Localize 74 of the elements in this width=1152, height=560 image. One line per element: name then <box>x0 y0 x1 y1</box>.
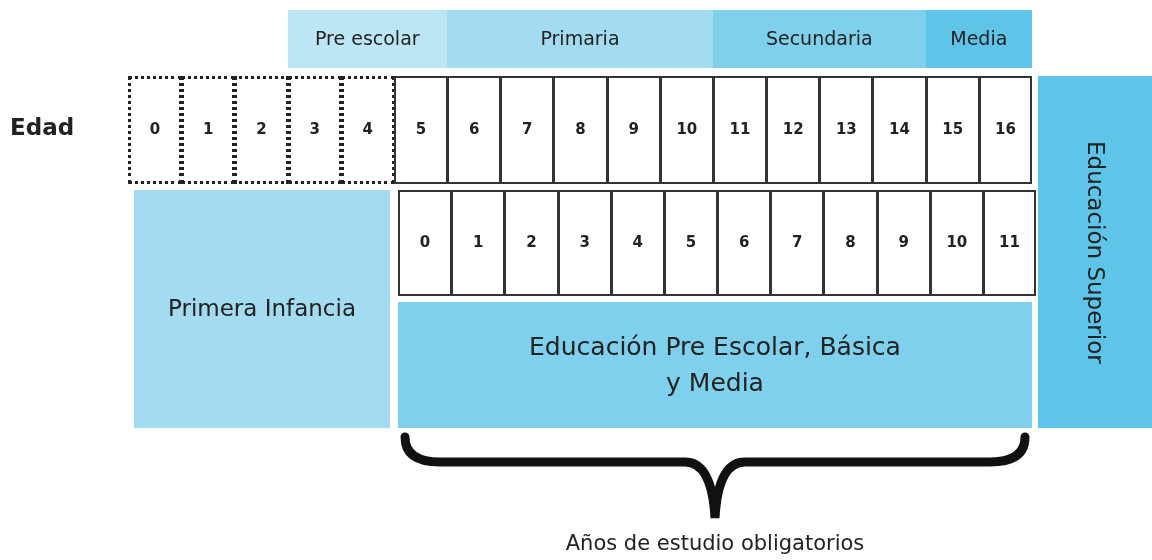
dotted-age-cell <box>181 76 236 184</box>
year-cell <box>770 190 825 296</box>
age-cell <box>553 76 608 184</box>
node-text: 4 <box>632 232 643 254</box>
node-text: 16 <box>994 119 1016 141</box>
dotted-age-cell <box>287 76 342 184</box>
level-band <box>447 10 713 68</box>
node-text: 12 <box>782 119 804 141</box>
year-cell <box>929 190 984 296</box>
year-cell <box>610 190 665 296</box>
year-cell <box>557 190 612 296</box>
age-cell <box>925 76 980 184</box>
year-cell <box>823 190 878 296</box>
node-text: 9 <box>628 119 639 141</box>
year-cell <box>504 190 559 296</box>
age-cell <box>872 76 927 184</box>
node-text: 3 <box>309 119 320 141</box>
node-text: 6 <box>738 232 750 254</box>
node-text: 8 <box>845 232 856 254</box>
node-text: 9 <box>898 232 909 254</box>
year-cell <box>717 190 772 296</box>
node-text: 7 <box>792 232 803 254</box>
node-text: 1 <box>473 232 484 254</box>
node-text: 11 <box>999 232 1020 254</box>
age-cell <box>606 76 661 184</box>
node-text: 10 <box>946 232 968 254</box>
age-cell <box>766 76 821 184</box>
age-cell <box>659 76 714 184</box>
age-cell <box>712 76 768 184</box>
node-text: 2 <box>256 119 267 141</box>
year-cell <box>451 190 506 296</box>
row-label: Edad <box>10 114 75 140</box>
node-text: 0 <box>419 232 431 254</box>
node-text: 15 <box>942 119 964 141</box>
age-cell <box>978 76 1032 184</box>
node-text: 11 <box>729 119 751 141</box>
year-cell <box>876 190 931 296</box>
age-cell <box>447 76 502 184</box>
school-education-block <box>398 302 1032 428</box>
level-band <box>712 10 926 68</box>
level-band <box>925 10 1032 68</box>
year-cell <box>663 190 719 296</box>
node-text: 5 <box>415 119 427 141</box>
age-cell <box>819 76 874 184</box>
node-text: 7 <box>522 119 533 141</box>
node-text: Primaria <box>540 26 620 52</box>
node-text: 10 <box>676 119 698 141</box>
age-cell <box>393 76 449 184</box>
node-text: 0 <box>149 119 161 141</box>
node-text: 4 <box>362 119 373 141</box>
dotted-age-cell <box>128 76 183 184</box>
age-cell <box>500 76 555 184</box>
node-text: Pre escolar <box>314 26 420 52</box>
node-text: Secundaria <box>765 26 873 52</box>
dotted-age-cell <box>340 76 395 184</box>
higher-education-band <box>1038 76 1152 428</box>
node-text: 2 <box>526 232 537 254</box>
node-text: 1 <box>203 119 214 141</box>
early-childhood-block <box>134 190 390 428</box>
node-text: 6 <box>468 119 480 141</box>
node-text: Educación Superior <box>1081 140 1110 364</box>
node-text: 3 <box>579 232 590 254</box>
node-text: 5 <box>685 232 697 254</box>
node-text: Media <box>950 26 1008 52</box>
year-cell <box>398 190 453 296</box>
node-text: 8 <box>575 119 586 141</box>
node-text: Primera Infancia <box>168 294 356 324</box>
node-text: 13 <box>835 119 857 141</box>
brace-caption: Años de estudio obligatorios <box>565 531 865 555</box>
level-band <box>287 10 448 68</box>
year-cell <box>982 190 1037 296</box>
node-text: Educación Pre Escolar, Básica y Media <box>528 330 902 399</box>
node-text: 14 <box>889 119 910 141</box>
dotted-age-cell <box>234 76 289 184</box>
